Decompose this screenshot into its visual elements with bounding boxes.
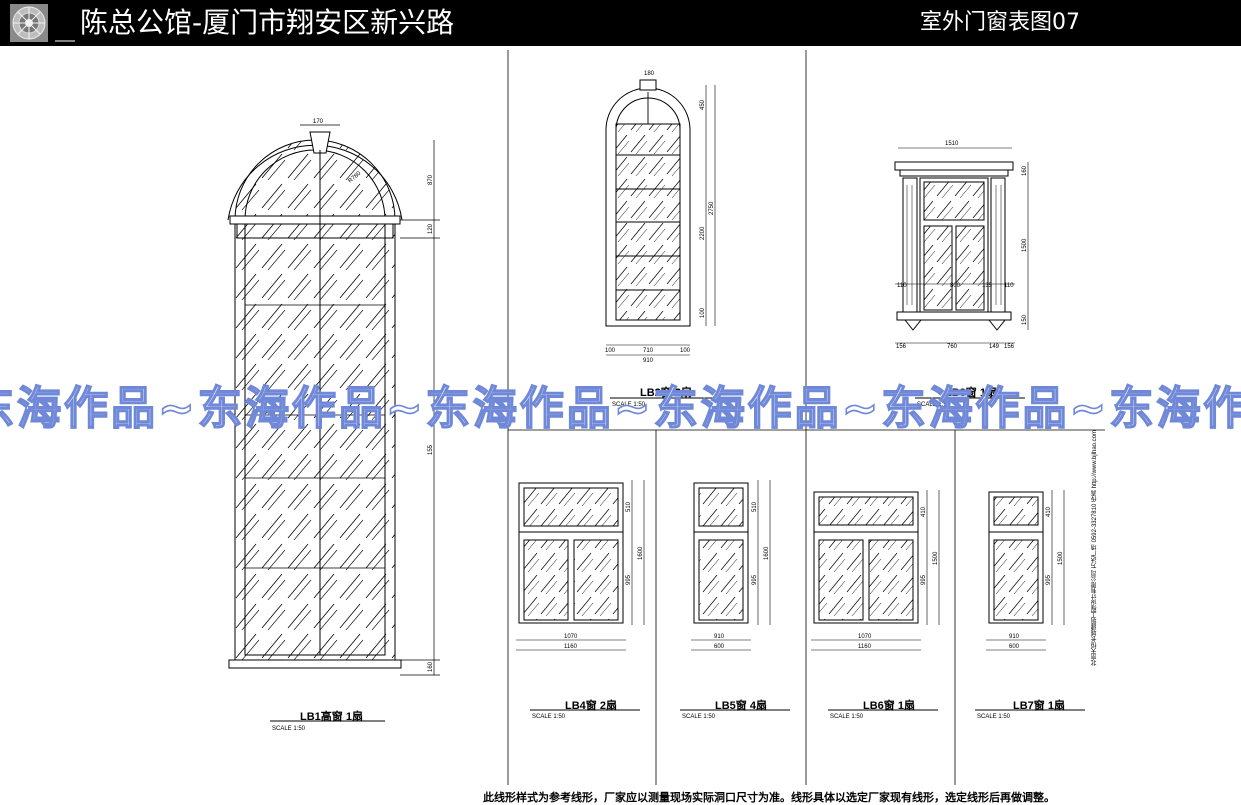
lb6-dimension-labels: 410 1500 995 1070 1160 bbox=[858, 506, 939, 650]
window-lb5-elevation bbox=[691, 480, 771, 651]
lb5-scale: SCALE 1:50 bbox=[682, 714, 716, 720]
lb2-dim-right: 100 bbox=[680, 348, 691, 354]
lb5-dim-top: 510 bbox=[752, 501, 758, 512]
lb3-scale: SCALE 1:50 bbox=[917, 402, 951, 408]
lb2-dim-key: 180 bbox=[644, 71, 655, 77]
window-lb7-elevation bbox=[986, 490, 1065, 651]
lb4-scale: SCALE 1:50 bbox=[532, 714, 566, 720]
lb3-dim-w2: 760 bbox=[947, 344, 958, 350]
drawing-sheet: 170 R780 870 120 155 160 180 450 2750 bbox=[227, 50, 1105, 785]
footer-note: 此线形样式为参考线形，厂家应以测量现场实际洞口尺寸为准。线形具体以选定厂家现有线… bbox=[483, 791, 1055, 804]
lb5-title: LB5窗 4扇 bbox=[715, 700, 767, 712]
window-lb6-elevation bbox=[811, 490, 940, 651]
lb5-dim-inner: 910 bbox=[714, 634, 725, 640]
lb2-dim-body: 2200 bbox=[700, 226, 706, 240]
label-underlines bbox=[270, 397, 1085, 722]
lb1-dim-arch: 870 bbox=[428, 174, 434, 185]
lb6-dim-outer: 1160 bbox=[858, 644, 872, 650]
watermark-text: 东海作品~东海作品~东海作品~东海作品~东海作品~东海作 bbox=[0, 382, 1241, 436]
lb4-dim-lower: 995 bbox=[626, 574, 632, 585]
lb7-dim-total: 1500 bbox=[1058, 551, 1064, 565]
lb1-dim-band: 120 bbox=[428, 223, 434, 234]
lb7-dim-inner: 910 bbox=[1009, 634, 1020, 640]
lb2-title: LB2窗 2扇 bbox=[640, 387, 692, 399]
lb3-dim-w3: 149 bbox=[989, 344, 1000, 350]
lb7-dim-top: 410 bbox=[1046, 506, 1052, 517]
project-title: 陈总公馆-厦门市翔安区新兴路 bbox=[80, 6, 455, 39]
lb1-dim-base: 160 bbox=[428, 661, 434, 672]
lb3-dim-cornice: 160 bbox=[1022, 165, 1028, 176]
window-lb2-elevation bbox=[605, 79, 716, 356]
panel-frame-lines bbox=[507, 50, 1105, 785]
lb5-dimension-labels: 510 1600 995 910 600 bbox=[714, 501, 770, 650]
title-bar: 陈总公馆-厦门市翔安区新兴路 室外门窗表图07 bbox=[0, 0, 1241, 46]
lb3-dimension-labels: 1510 160 1500 150 110 800 135 110 156 76… bbox=[896, 141, 1028, 350]
lb4-title: LB4窗 2扇 bbox=[565, 700, 617, 712]
lb3-dim-c: 135 bbox=[982, 283, 993, 289]
lb2-dim-width: 910 bbox=[643, 358, 654, 364]
lb2-dim-arch: 450 bbox=[700, 99, 706, 110]
lb4-dim-outer: 1160 bbox=[564, 644, 578, 650]
lb6-scale: SCALE 1:50 bbox=[830, 714, 864, 720]
lb6-dim-total: 1500 bbox=[933, 551, 939, 565]
lb4-dim-top: 510 bbox=[626, 501, 632, 512]
window-lb4-elevation bbox=[516, 480, 645, 651]
window-lb3-elevation bbox=[894, 147, 1029, 344]
lb2-scale: SCALE 1:50 bbox=[612, 402, 646, 408]
lb6-dim-inner: 1070 bbox=[858, 634, 872, 640]
lb6-dim-top: 410 bbox=[921, 506, 927, 517]
sheet-title: 室外门窗表图07 bbox=[920, 10, 1080, 35]
lb2-dim-total: 2750 bbox=[709, 201, 715, 215]
lb2-dimension-labels: 180 450 2750 2200 100 100 710 100 910 bbox=[605, 71, 715, 364]
lb3-title: LB3窗 1扇 bbox=[945, 387, 997, 399]
lb1-scale: SCALE 1:50 bbox=[272, 726, 306, 732]
lb4-dim-inner: 1070 bbox=[564, 634, 578, 640]
lb1-title: LB1高窗 1扇 bbox=[300, 711, 363, 723]
lb7-title: LB7窗 1扇 bbox=[1013, 700, 1065, 712]
lb7-dim-outer: 600 bbox=[1009, 644, 1020, 650]
lb1-dim-height: 155 bbox=[428, 444, 434, 455]
lb3-dim-top: 1510 bbox=[945, 141, 959, 147]
company-vertical-text: 北京天恒长城建筑工程设计有限公司 万达广场 0592-3327810 传真 ht… bbox=[1092, 430, 1098, 666]
lb5-dim-lower: 995 bbox=[752, 574, 758, 585]
window-lb1-elevation bbox=[227, 124, 440, 676]
lb2-dim-sill: 100 bbox=[700, 307, 706, 318]
lb3-dim-b: 800 bbox=[950, 283, 961, 289]
lb7-scale: SCALE 1:50 bbox=[977, 714, 1011, 720]
lb3-dim-height: 1500 bbox=[1022, 238, 1028, 252]
lb4-dimension-labels: 510 1600 995 1070 1160 bbox=[564, 501, 644, 650]
lb5-dim-outer: 600 bbox=[714, 644, 725, 650]
lb3-dim-base: 150 bbox=[1022, 314, 1028, 325]
lb7-dimension-labels: 410 1500 995 910 600 bbox=[1009, 506, 1064, 650]
lb2-dim-mid: 710 bbox=[643, 348, 654, 354]
lb5-dim-total: 1600 bbox=[764, 546, 770, 560]
lb6-dim-lower: 995 bbox=[921, 574, 927, 585]
lb6-title: LB6窗 1扇 bbox=[863, 700, 915, 712]
lb3-dim-d: 110 bbox=[1004, 283, 1014, 289]
lb1-dim-top-width: 170 bbox=[313, 119, 324, 125]
lb3-dim-a: 110 bbox=[897, 283, 907, 289]
lb7-dim-lower: 995 bbox=[1046, 574, 1052, 585]
lb4-dim-total: 1600 bbox=[638, 546, 644, 560]
lb2-dim-left: 100 bbox=[605, 348, 616, 354]
lb3-dim-w1: 156 bbox=[896, 344, 907, 350]
lb3-dim-w4: 156 bbox=[1004, 344, 1015, 350]
ornament-rosette-icon bbox=[10, 4, 48, 42]
title-rule bbox=[55, 40, 75, 42]
